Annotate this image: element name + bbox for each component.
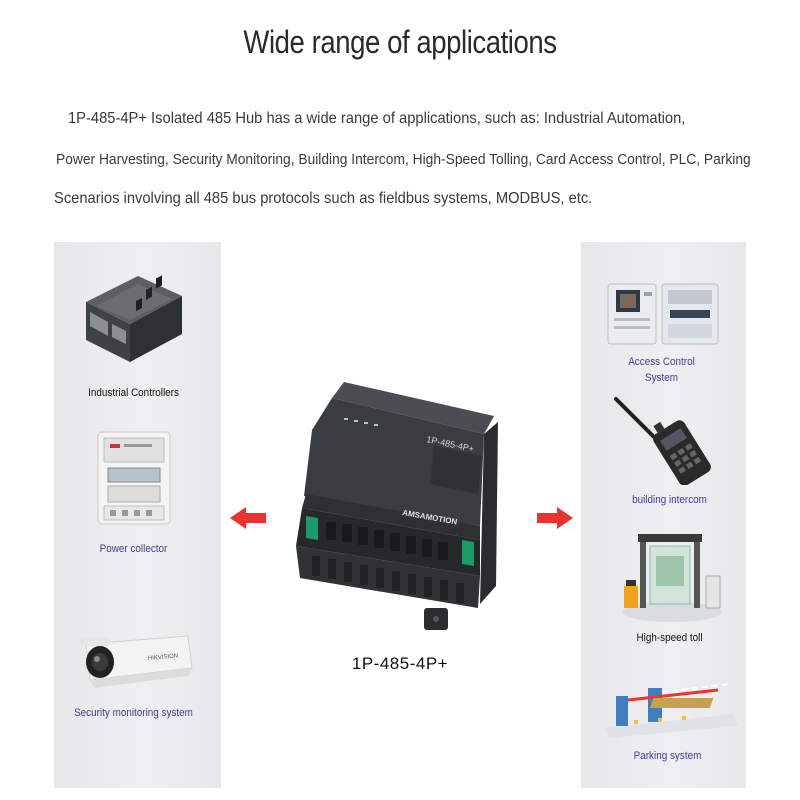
power-meter-icon xyxy=(97,431,171,525)
access-control-panel-icon xyxy=(607,283,719,345)
security-camera-icon: HIKVISION xyxy=(80,635,193,688)
industrial-controllers-label: Industrial Controllers xyxy=(88,387,179,399)
description-line-2: Power Harvesting, Security Monitoring, B… xyxy=(56,151,751,168)
device-name-label: 1P-485-4P+ xyxy=(351,654,449,673)
security-monitoring-label: Security monitoring system xyxy=(74,707,193,719)
camera-brand-text: HIKVISION xyxy=(148,653,179,662)
access-control-label-line2: System xyxy=(644,372,679,384)
walkie-talkie-icon xyxy=(614,397,711,485)
right-arrow-icon xyxy=(537,507,573,529)
parking-system-label: Parking system xyxy=(633,750,702,762)
access-control-label-line1: Access Control xyxy=(628,356,695,368)
rs485-hub-device-icon: 1P-485-4P+ AMSAMOTION xyxy=(296,382,498,630)
toll-gate-icon xyxy=(622,534,722,622)
high-speed-toll-label: High-speed toll xyxy=(636,632,703,644)
power-collector-label: Power collector xyxy=(99,543,168,555)
left-arrow-icon xyxy=(230,507,266,529)
plc-controller-icon xyxy=(86,275,182,362)
parking-barrier-icon xyxy=(604,683,738,738)
page-title: Wide range of applications xyxy=(243,24,557,60)
description-line-1: 1P-485-4P+ Isolated 485 Hub has a wide r… xyxy=(68,110,686,127)
description-line-3: Scenarios involving all 485 bus protocol… xyxy=(54,190,593,207)
building-intercom-label: building intercom xyxy=(632,494,707,506)
